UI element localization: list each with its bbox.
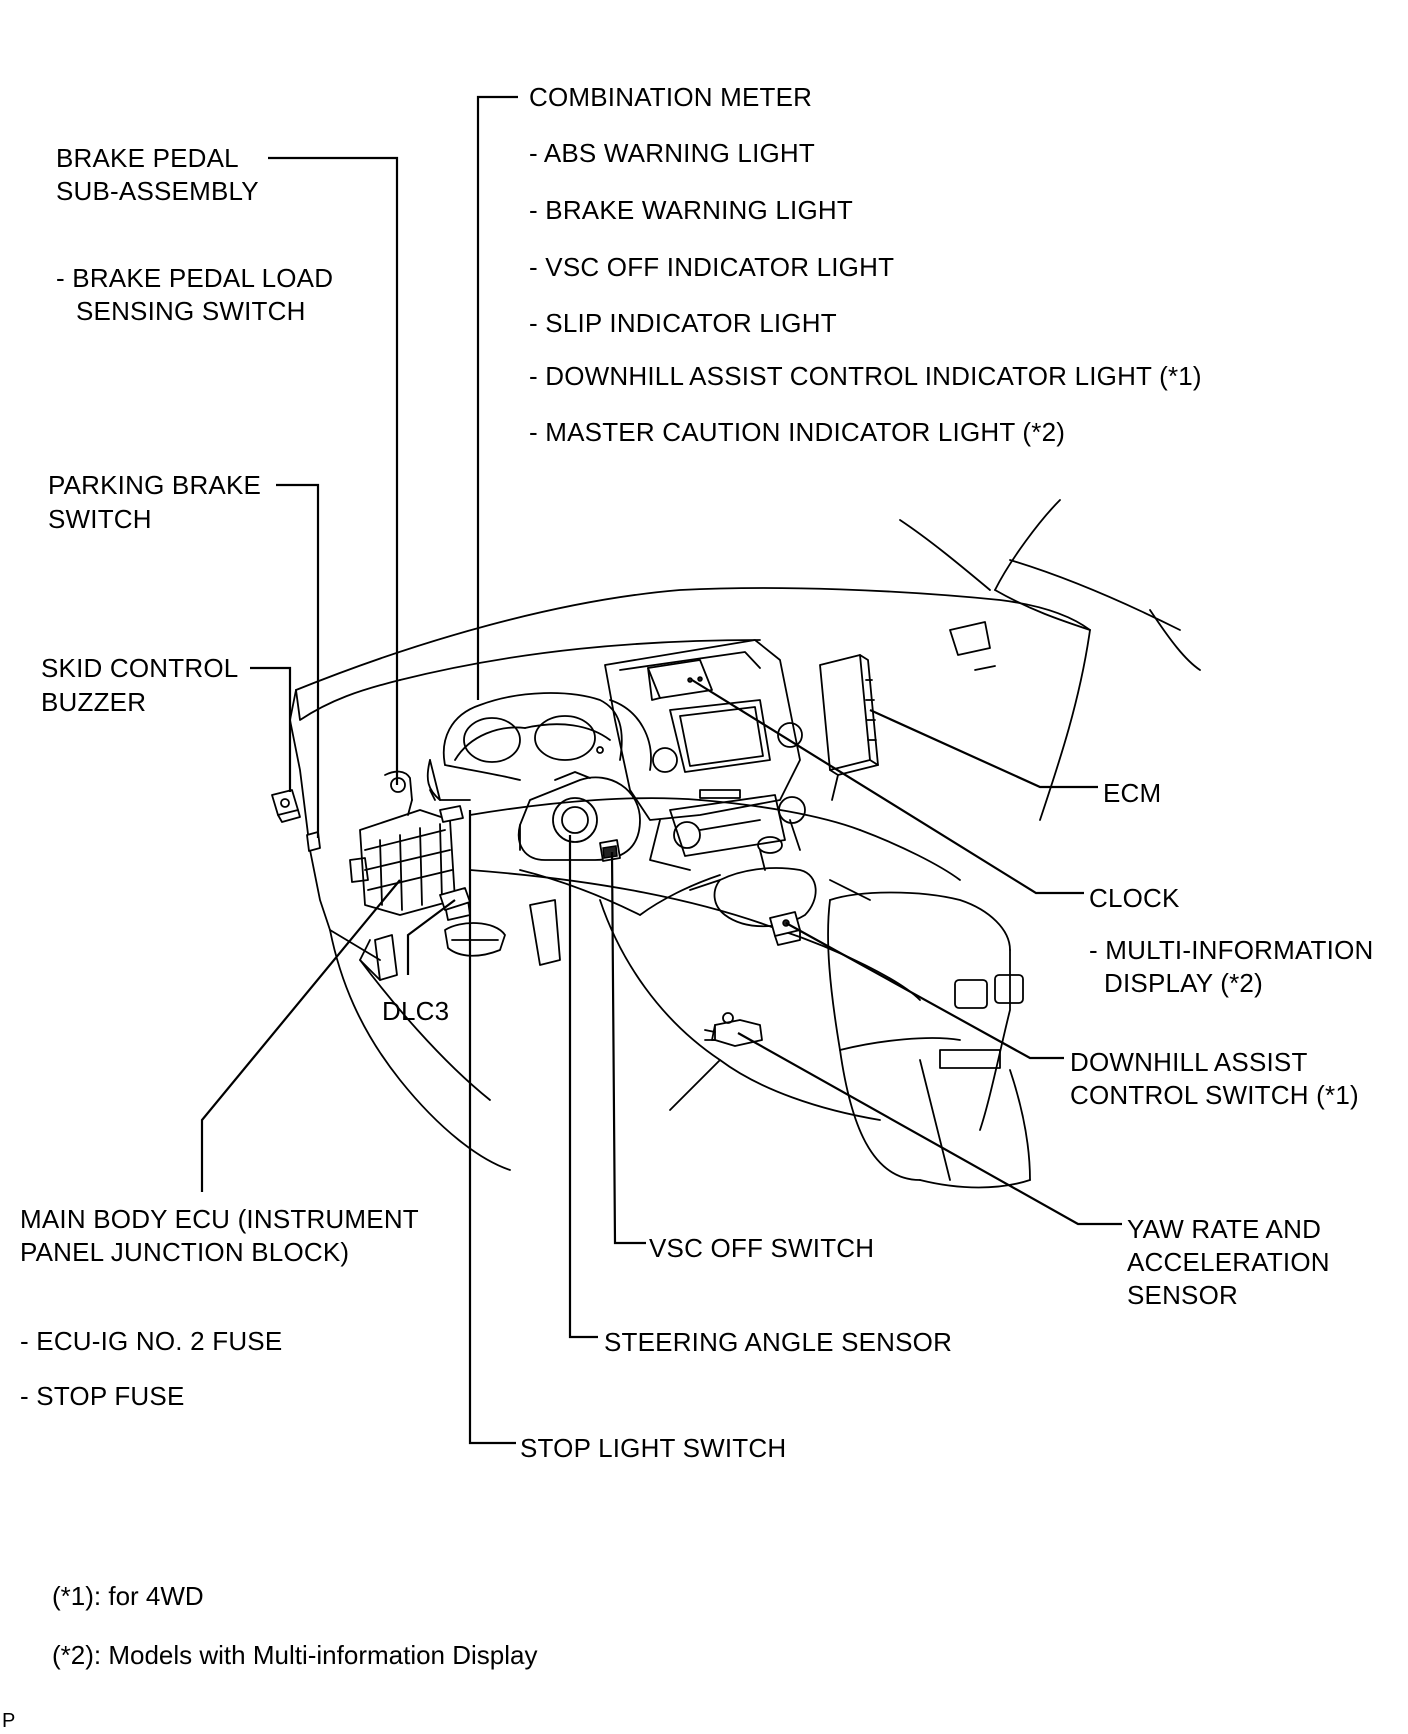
label-parking-brake-line2: SWITCH	[48, 504, 152, 534]
label-dlc3: DLC3	[382, 996, 450, 1026]
vsc-off-switch-part	[599, 839, 621, 862]
label-combination-meter: COMBINATION METER	[529, 82, 813, 112]
label-stop-fuse: - STOP FUSE	[20, 1381, 185, 1411]
label-brake-pedal-load-line1: - BRAKE PEDAL LOAD	[56, 263, 334, 293]
label-vsc-off-switch: VSC OFF SWITCH	[649, 1233, 875, 1263]
leader-lines	[200, 95, 1122, 1445]
label-yaw-rate-line1: YAW RATE AND	[1127, 1214, 1322, 1244]
label-steering-angle-sensor: STEERING ANGLE SENSOR	[604, 1327, 953, 1357]
label-yaw-rate-line2: ACCELERATION	[1127, 1247, 1330, 1277]
label-stop-light-switch: STOP LIGHT SWITCH	[520, 1433, 787, 1463]
label-brake-pedal-load-line2: SENSING SWITCH	[76, 296, 306, 326]
label-clock: CLOCK	[1089, 883, 1180, 913]
label-downhill-assist-indicator-light: - DOWNHILL ASSIST CONTROL INDICATOR LIGH…	[529, 361, 1202, 391]
center-stack	[604, 639, 806, 871]
label-abs-warning-light: - ABS WARNING LIGHT	[529, 138, 815, 168]
footnote-1: (*1): for 4WD	[52, 1581, 204, 1611]
label-skid-buzzer-line2: BUZZER	[41, 687, 147, 717]
label-parking-brake-line1: PARKING BRAKE	[48, 470, 262, 500]
brake-pedal-part	[359, 770, 561, 981]
label-vsc-off-indicator-light: - VSC OFF INDICATOR LIGHT	[529, 252, 895, 282]
label-brake-pedal-line1: BRAKE PEDAL	[56, 143, 239, 173]
corner-mark: P	[2, 1710, 16, 1732]
label-master-caution-indicator-light: - MASTER CAUTION INDICATOR LIGHT (*2)	[529, 417, 1066, 447]
label-multi-info-line2: DISPLAY (*2)	[1104, 968, 1263, 998]
label-skid-buzzer-line1: SKID CONTROL	[41, 653, 239, 683]
label-brake-pedal-line2: SUB-ASSEMBLY	[56, 176, 259, 206]
steering-column	[517, 771, 641, 861]
label-downhill-switch-line1: DOWNHILL ASSIST	[1070, 1047, 1308, 1077]
label-slip-indicator-light: - SLIP INDICATOR LIGHT	[529, 308, 837, 338]
label-main-body-ecu-line1: MAIN BODY ECU (INSTRUMENT	[20, 1204, 419, 1234]
label-downhill-switch-line2: CONTROL SWITCH (*1)	[1070, 1080, 1359, 1110]
label-ecu-ig-fuse: - ECU-IG NO. 2 FUSE	[20, 1326, 283, 1356]
label-multi-info-line1: - MULTI-INFORMATION	[1089, 935, 1374, 965]
meter-cluster	[426, 692, 652, 801]
skid-buzzer-part	[271, 789, 301, 823]
label-ecm: ECM	[1103, 778, 1162, 808]
label-main-body-ecu-line2: PANEL JUNCTION BLOCK)	[20, 1237, 350, 1267]
downhill-switch-part	[769, 911, 801, 946]
center-console	[689, 836, 1031, 1189]
label-yaw-rate-line3: SENSOR	[1127, 1280, 1239, 1310]
parking-brake-part	[306, 831, 321, 852]
label-brake-warning-light: - BRAKE WARNING LIGHT	[529, 195, 853, 225]
footnote-2: (*2): Models with Multi-information Disp…	[52, 1640, 538, 1670]
